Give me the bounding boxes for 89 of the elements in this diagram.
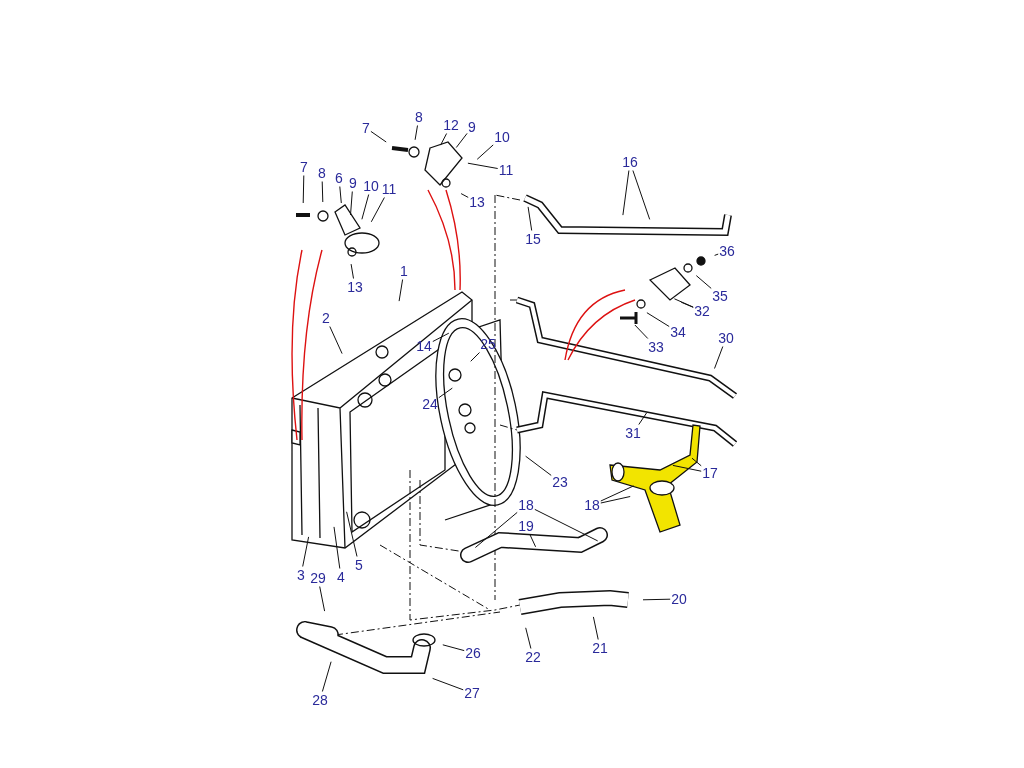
callout-number: 14 xyxy=(416,338,432,354)
callout-number: 11 xyxy=(498,162,514,178)
callout-number: 20 xyxy=(671,591,687,607)
leader-line xyxy=(525,627,532,649)
leader-line xyxy=(470,352,480,362)
leader-line xyxy=(534,508,599,542)
callout-number: 18 xyxy=(518,497,534,513)
callout-number: 15 xyxy=(525,231,541,247)
leader-line xyxy=(460,193,469,198)
leader-line xyxy=(714,253,719,256)
callout-number: 12 xyxy=(443,117,459,133)
callout-number: 31 xyxy=(625,425,641,441)
leader-line xyxy=(414,125,418,141)
leader-line xyxy=(672,464,702,472)
leader-line xyxy=(642,598,671,601)
leader-line xyxy=(525,455,552,476)
leader-line xyxy=(680,301,694,308)
leader-line xyxy=(600,496,631,504)
callout-number: 27 xyxy=(464,685,480,701)
callout-number: 29 xyxy=(310,570,326,586)
leader-line xyxy=(302,175,305,204)
leader-line xyxy=(476,144,494,160)
leader-line xyxy=(333,526,341,569)
callout-number: 10 xyxy=(363,178,379,194)
callout-number: 6 xyxy=(335,170,343,186)
callout-number: 4 xyxy=(337,569,345,585)
callout-number: 26 xyxy=(465,645,481,661)
leader-line xyxy=(691,457,702,467)
leader-line xyxy=(714,346,724,369)
leader-line xyxy=(695,275,712,289)
callout-number: 11 xyxy=(381,181,397,197)
callout-number: 13 xyxy=(469,194,485,210)
callout-number: 8 xyxy=(415,109,423,125)
callout-number: 21 xyxy=(592,640,608,656)
leader-line xyxy=(646,312,670,327)
leader-line xyxy=(370,197,385,223)
leader-line xyxy=(529,534,537,548)
leader-line xyxy=(638,412,648,425)
leader-line xyxy=(634,324,649,339)
callout-number: 33 xyxy=(648,339,664,355)
callout-number: 9 xyxy=(468,119,476,135)
callout-number: 3 xyxy=(297,567,305,583)
leader-line xyxy=(442,644,465,652)
callout-number: 9 xyxy=(349,175,357,191)
callout-number: 28 xyxy=(312,692,328,708)
callout-number: 24 xyxy=(422,396,438,412)
leader-line xyxy=(440,133,448,146)
leader-line xyxy=(527,206,533,231)
callout-number: 7 xyxy=(300,159,308,175)
leader-line xyxy=(350,191,353,216)
callout-number: 19 xyxy=(518,518,534,534)
leader-line xyxy=(350,263,354,279)
leader-line xyxy=(346,511,358,557)
callout-number: 32 xyxy=(694,303,710,319)
leader-line xyxy=(592,616,599,640)
callout-number: 36 xyxy=(719,243,735,259)
callout-number: 13 xyxy=(347,279,363,295)
leader-line xyxy=(455,132,468,148)
leader-line xyxy=(474,511,518,548)
callout-number: 22 xyxy=(525,649,541,665)
callout-number: 23 xyxy=(552,474,568,490)
callout-number: 30 xyxy=(718,330,734,346)
leader-line xyxy=(622,170,630,216)
callout-number: 34 xyxy=(670,324,686,340)
callout-number: 1 xyxy=(400,263,408,279)
leader-line xyxy=(432,677,464,691)
callout-number: 10 xyxy=(494,129,510,145)
callout-number: 2 xyxy=(322,310,330,326)
leader-line xyxy=(370,130,387,143)
leader-line xyxy=(600,485,635,502)
leader-line xyxy=(432,332,450,342)
callout-number: 16 xyxy=(622,154,638,170)
callout-number: 18 xyxy=(584,497,600,513)
leader-line xyxy=(329,326,343,355)
callout-number: 8 xyxy=(318,165,326,181)
leader-line xyxy=(438,387,453,399)
leader-line xyxy=(632,170,651,220)
leader-line xyxy=(302,536,310,567)
callout-number: 35 xyxy=(712,288,728,304)
callout-number: 5 xyxy=(355,557,363,573)
leader-line xyxy=(361,194,370,220)
leader-line xyxy=(467,162,499,169)
leader-line xyxy=(319,586,326,612)
callout-number: 17 xyxy=(702,465,718,481)
leader-line xyxy=(339,186,342,204)
leader-line xyxy=(398,279,404,302)
leader-line xyxy=(321,181,324,203)
leader-line xyxy=(321,661,332,692)
callout-number: 7 xyxy=(362,120,370,136)
